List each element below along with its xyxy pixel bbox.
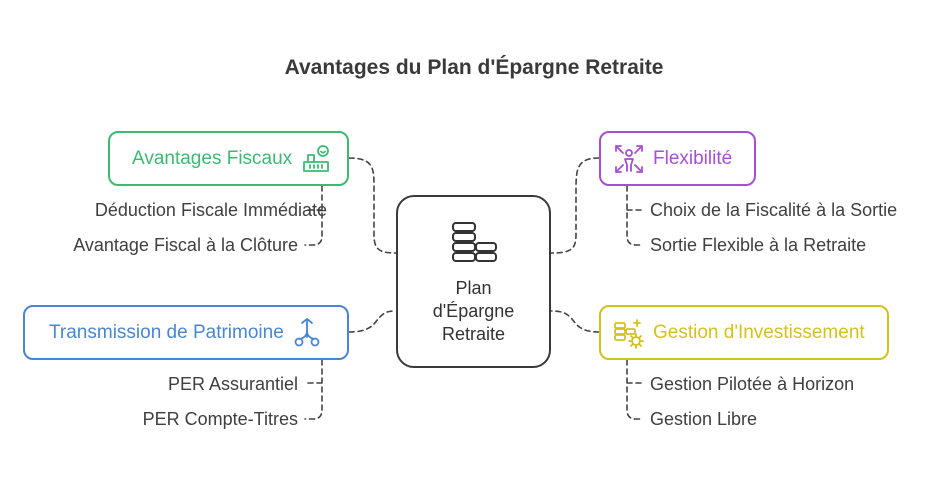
branch-flexibilite: Flexibilité [599, 131, 756, 186]
connector-gestion-items [626, 359, 644, 420]
investment-gear-icon [614, 318, 644, 349]
item-fiscaux-1: Déduction Fiscale Immédiate [94, 200, 327, 220]
connector-transmission-items [304, 359, 323, 420]
connector-flexibilite [550, 157, 600, 254]
branch-label-fiscaux: Avantages Fiscaux [132, 147, 293, 169]
coins-stack-icon [452, 222, 497, 262]
flexibility-arrows-icon [615, 144, 643, 173]
item-fiscaux-2: Avantage Fiscal à la Clôture [73, 235, 298, 255]
item-transmission-1: PER Assurantiel [167, 374, 298, 394]
connector-fiscaux-items [304, 185, 323, 246]
item-transmission-2: PER Compte-Titres [142, 409, 298, 429]
inheritance-split-icon [294, 317, 320, 346]
connector-transmission [348, 310, 397, 333]
connector-fiscaux [348, 157, 397, 254]
diagram-title: Avantages du Plan d'Épargne Retraite [284, 56, 664, 79]
branch-label-transmission: Transmission de Patrimoine [49, 321, 284, 343]
item-gestion-1: Gestion Pilotée à Horizon [650, 374, 855, 394]
branch-avantages-fiscaux: Avantages Fiscaux [108, 131, 349, 186]
connector-gestion [550, 310, 600, 333]
item-gestion-2: Gestion Libre [650, 409, 758, 429]
central-node-label: Plan d'Épargne Retraite [432, 278, 515, 344]
central-node: Plan d'Épargne Retraite [396, 195, 551, 368]
item-flexibilite-2: Sortie Flexible à la Retraite [650, 235, 867, 255]
branch-label-gestion: Gestion d'Investissement [653, 321, 865, 343]
connector-flexibilite-items [626, 185, 644, 246]
tax-benefit-icon [303, 144, 330, 172]
item-flexibilite-1: Choix de la Fiscalité à la Sortie [650, 200, 898, 220]
branch-label-flexibilite: Flexibilité [653, 147, 733, 169]
branch-transmission-patrimoine: Transmission de Patrimoine [23, 305, 349, 360]
branch-gestion-investissement: Gestion d'Investissement [599, 305, 889, 360]
